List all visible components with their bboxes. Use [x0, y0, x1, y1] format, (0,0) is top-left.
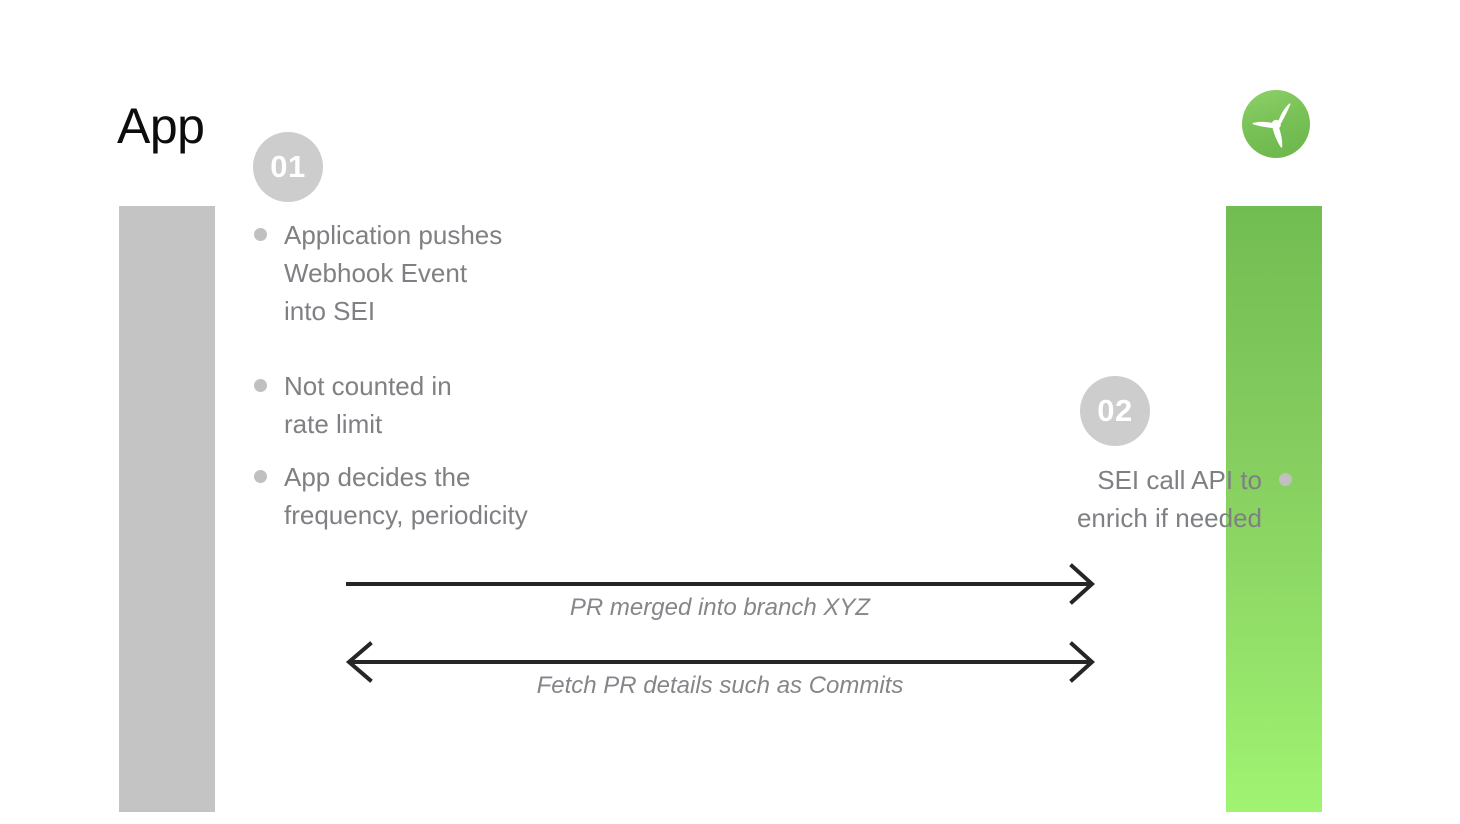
bullet-group-step01-b: Not counted in rate limit [254, 367, 452, 443]
page-title: App [117, 98, 205, 154]
lane-bar-app [119, 206, 215, 812]
bullet-group-step02: SEI call API to enrich if needed [1077, 461, 1292, 537]
bullet-dot-icon [254, 470, 267, 483]
list-item: Application pushes Webhook Event into SE… [254, 216, 502, 330]
message-arrow-2: Fetch PR details such as Commits [344, 638, 1096, 699]
bullet-text: App decides the frequency, periodicity [284, 462, 528, 530]
bullet-text: SEI call API to enrich if needed [1076, 465, 1262, 533]
bullet-text: Application pushes Webhook Event into SE… [284, 220, 503, 326]
list-item: SEI call API to enrich if needed [1077, 461, 1292, 537]
list-item: Not counted in rate limit [254, 367, 452, 443]
bullet-group-step01-c: App decides the frequency, periodicity [254, 458, 528, 534]
bullet-dot-icon [254, 228, 267, 241]
list-item: App decides the frequency, periodicity [254, 458, 528, 534]
message-arrow-1-label: PR merged into branch XYZ [569, 594, 871, 621]
message-arrow-1: PR merged into branch XYZ [344, 560, 1096, 621]
message-arrow-2-label: Fetch PR details such as Commits [536, 672, 904, 699]
propeller-logo-icon [1240, 88, 1312, 160]
lane-bar-sei [1226, 206, 1322, 812]
bullet-text: Not counted in rate limit [284, 371, 452, 439]
bullet-group-step01-a: Application pushes Webhook Event into SE… [254, 216, 502, 330]
step-badge-01: 01 [253, 132, 323, 202]
step-badge-02: 02 [1080, 376, 1150, 446]
bullet-dot-icon [254, 379, 267, 392]
bullet-dot-icon [1279, 473, 1292, 486]
